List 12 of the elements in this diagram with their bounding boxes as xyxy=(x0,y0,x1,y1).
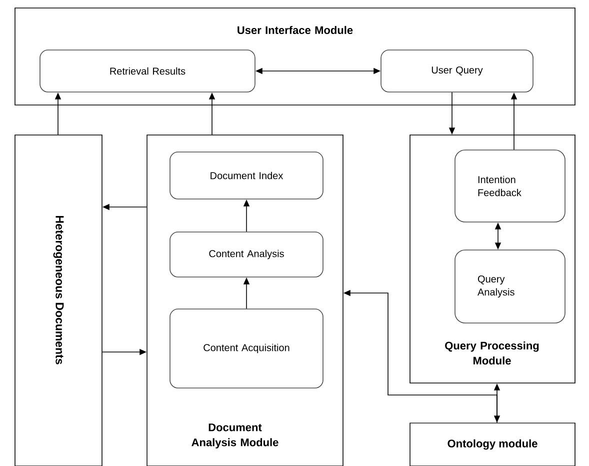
process-box: Intention Feedback xyxy=(454,150,566,222)
process-box: Retrieval Results xyxy=(40,50,256,92)
process-box: Query Analysis xyxy=(454,250,566,324)
module-title: User Interface Module xyxy=(238,26,353,34)
module-box: Ontology module xyxy=(410,422,576,466)
module-title: Query Processing Module xyxy=(445,341,539,365)
process-box: Content Acquisition xyxy=(170,308,324,388)
document-box: Heterogeneous Documents xyxy=(14,134,102,466)
module-title: Document Analysis Module xyxy=(192,424,278,448)
process-box: User Query xyxy=(380,50,534,92)
process-box: Content Analysis xyxy=(170,232,324,278)
process-box: Document Index xyxy=(170,152,324,200)
